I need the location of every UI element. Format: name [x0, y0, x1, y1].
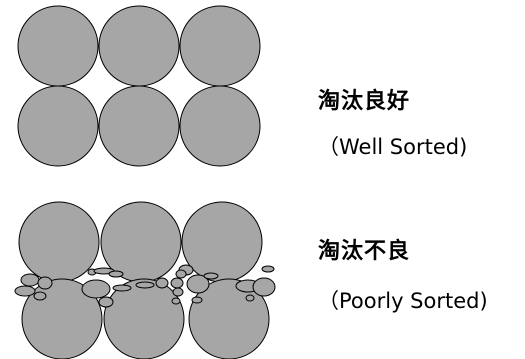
- grain: [179, 85, 261, 167]
- small-grain: [81, 279, 111, 299]
- small-grain: [37, 276, 53, 290]
- well-sorted-label-en: （Well Sorted): [318, 135, 468, 159]
- small-grain: [175, 269, 187, 279]
- grain: [98, 85, 180, 167]
- poorly-sorted-label-en: （Poorly Sorted): [318, 289, 488, 313]
- small-grain: [252, 277, 276, 297]
- small-grain: [135, 281, 155, 289]
- large-grain: [103, 278, 185, 359]
- grain: [98, 5, 180, 87]
- small-grain: [171, 297, 181, 305]
- well-sorted-grains: [17, 5, 261, 167]
- small-grain: [14, 285, 36, 297]
- small-grain: [186, 274, 210, 294]
- well-sorted-label-zh: 淘汰良好: [318, 89, 411, 114]
- poorly-sorted-label-zh: 淘汰不良: [318, 239, 411, 264]
- small-grain: [261, 265, 275, 273]
- small-grain: [170, 277, 184, 289]
- grain: [17, 85, 99, 167]
- poorly-sorted-grains: [14, 201, 276, 359]
- small-grain: [155, 277, 169, 289]
- grain: [17, 5, 99, 87]
- small-grain: [245, 294, 255, 302]
- small-grain: [98, 296, 114, 308]
- small-grain: [191, 296, 203, 304]
- small-grain: [172, 287, 184, 297]
- grain: [179, 5, 261, 87]
- small-grain: [108, 270, 124, 278]
- small-grain: [112, 284, 132, 292]
- small-grain: [203, 272, 219, 280]
- large-grain: [18, 201, 100, 283]
- small-grain: [20, 273, 40, 287]
- large-grain: [181, 201, 263, 283]
- small-grain: [33, 291, 47, 301]
